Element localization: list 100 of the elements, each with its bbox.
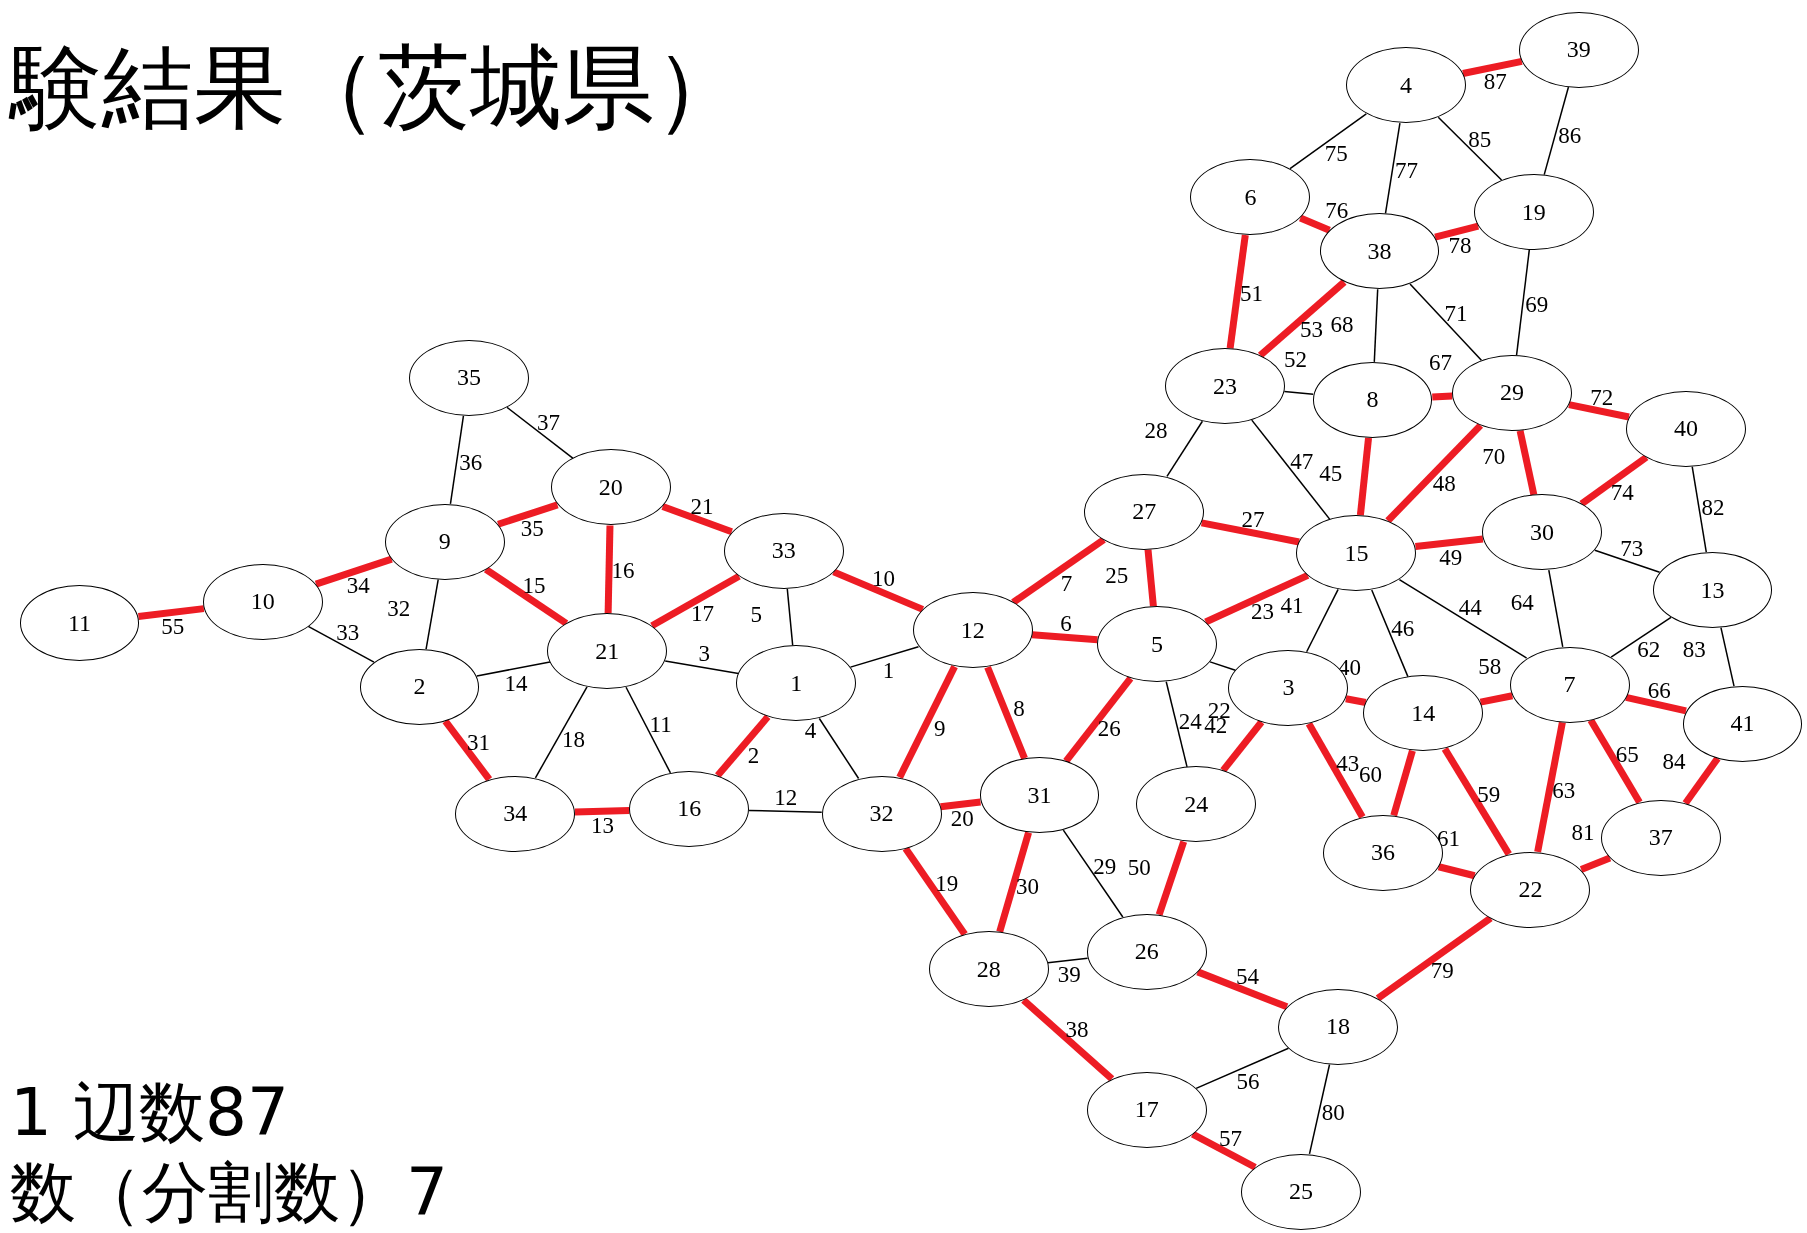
edge-line [1195, 1047, 1290, 1090]
edge-label: 78 [1448, 233, 1472, 257]
edge-line [442, 719, 493, 782]
edge-line [1415, 535, 1484, 551]
edge-line [1204, 572, 1310, 626]
node-ellipse: 17 [1086, 1071, 1207, 1148]
edge-line [1434, 222, 1480, 241]
edge-label: 51 [1240, 281, 1264, 305]
edge-label: 47 [1290, 449, 1314, 473]
edge-line [1409, 283, 1483, 361]
node-ellipse: 39 [1518, 11, 1639, 88]
node-ellipse: 26 [1086, 913, 1207, 990]
edge-line [1579, 454, 1649, 507]
edge-label: 58 [1478, 654, 1502, 678]
edge-line [1390, 749, 1416, 817]
edge-line [1166, 420, 1204, 478]
edge-label: 45 [1319, 461, 1343, 485]
edge-label: 23 [1251, 599, 1275, 623]
edge-label: 26 [1097, 716, 1121, 740]
node-ellipse: 28 [928, 931, 1049, 1008]
edge-label: 80 [1321, 1100, 1345, 1124]
edge-label: 68 [1330, 312, 1354, 336]
edge-label: 63 [1552, 778, 1576, 802]
edge-line [1062, 829, 1124, 918]
edge-label: 73 [1620, 536, 1644, 560]
edge-label: 34 [346, 573, 370, 597]
node-ellipse: 23 [1165, 348, 1285, 425]
edge-line [314, 555, 393, 588]
edge-line [534, 686, 588, 779]
edge-label: 79 [1430, 958, 1454, 982]
node-ellipse: 31 [979, 757, 1100, 834]
edge-line [1375, 915, 1493, 1002]
edge-line [1548, 569, 1564, 648]
edge-label: 75 [1324, 141, 1348, 165]
edge-line [497, 501, 559, 528]
edge-label: 65 [1615, 742, 1639, 766]
edge-line [1226, 234, 1249, 349]
edge-label: 82 [1701, 495, 1725, 519]
edge-label: 43 [1336, 751, 1360, 775]
edge-line [1251, 419, 1331, 520]
edge-label: 17 [690, 601, 714, 625]
edge-line [1398, 578, 1528, 659]
edge-line [715, 714, 771, 778]
node-ellipse: 12 [912, 592, 1033, 669]
edge-label: 10 [872, 566, 896, 590]
node-ellipse: 20 [550, 449, 671, 526]
node-ellipse: 29 [1452, 354, 1572, 431]
node-ellipse: 27 [1084, 473, 1205, 550]
edge-label: 70 [1482, 444, 1506, 468]
edge-line [1283, 390, 1314, 396]
edge-line [1479, 692, 1514, 706]
node-ellipse: 25 [1241, 1153, 1361, 1230]
edge-label: 53 [1299, 317, 1323, 341]
edge-line [1579, 854, 1612, 873]
edge-line [940, 798, 981, 811]
edge-line [1587, 718, 1643, 804]
edge-line [1543, 86, 1570, 176]
edge-line [425, 578, 439, 650]
edge-label: 81 [1571, 820, 1595, 844]
edge-label: 24 [1178, 709, 1202, 733]
edge-line [476, 661, 551, 677]
edge-line [896, 665, 958, 779]
edge-line [1437, 116, 1503, 181]
node-ellipse: 41 [1682, 685, 1803, 762]
edge-label: 71 [1444, 301, 1468, 325]
node-ellipse: 35 [409, 339, 529, 416]
edge-line [1568, 401, 1630, 421]
edge-line [1441, 747, 1512, 856]
edge-line [449, 415, 465, 505]
edge-line [661, 503, 733, 536]
edge-line [1534, 721, 1566, 853]
edge-label: 74 [1610, 480, 1634, 504]
edge-line [1165, 681, 1188, 768]
note-text: 数（分割数）7 [9, 1160, 449, 1226]
edge-label: 30 [1016, 874, 1040, 898]
edge-line [1625, 693, 1687, 715]
edge-label: 12 [774, 785, 798, 809]
edge-label: 29 [1093, 854, 1117, 878]
node-ellipse: 16 [629, 770, 750, 847]
edge-line [1144, 549, 1157, 607]
edge-label: 32 [387, 596, 411, 620]
edge-label: 5 [750, 602, 762, 626]
edge-line [604, 525, 614, 614]
edge-label: 15 [522, 573, 546, 597]
edge-line [1308, 1063, 1331, 1155]
node-ellipse: 19 [1473, 174, 1594, 251]
node-ellipse: 21 [547, 613, 668, 690]
edge-line [1289, 113, 1368, 170]
edge-line [1220, 719, 1265, 773]
edge-line [1691, 465, 1708, 553]
edge-line [1196, 968, 1289, 1011]
edge-line [650, 573, 741, 629]
edge-line [1356, 437, 1373, 516]
node-ellipse: 40 [1626, 390, 1746, 467]
edge-line [1385, 422, 1484, 524]
edge-line [1047, 957, 1089, 964]
edge-label: 6 [1060, 611, 1072, 635]
edge-line [902, 846, 968, 937]
node-ellipse: 18 [1278, 988, 1398, 1065]
edge-label: 52 [1284, 347, 1308, 371]
